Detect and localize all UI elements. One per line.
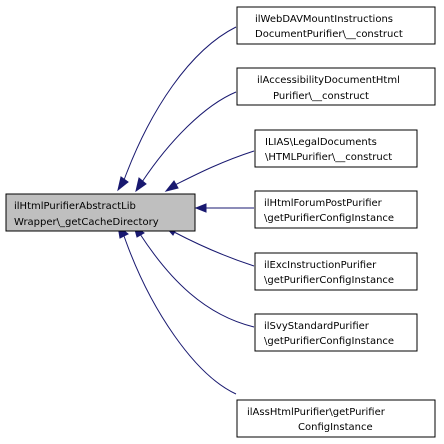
caller-node-5-box — [254, 252, 418, 291]
caller-node-2-line1: ilAccessibilityDocumentHtml — [257, 75, 400, 86]
focus-node-box — [5, 193, 196, 232]
edge-caller-3 — [174, 150, 255, 186]
caller-node-5-line2: \getPurifierConfigInstance — [264, 275, 394, 286]
focus-node-line1: ilHtmlPurifierAbstractLib — [14, 201, 136, 212]
caller-node-4-line1: ilHtmlForumPostPurifier — [264, 198, 383, 209]
edge-caller-1 — [123, 26, 237, 181]
edge-arrowhead-2 — [135, 177, 147, 193]
caller-node-1-line2: DocumentPurifier\__construct — [255, 29, 403, 40]
caller-node-3-box — [254, 129, 418, 168]
caller-node-5-line1: ilExcInstructionPurifier — [264, 260, 377, 271]
caller-node-7-line2: ConfigInstance — [298, 422, 373, 433]
caller-node-3-line2: \HTMLPurifier\__construct — [265, 152, 392, 163]
edge-caller-6 — [139, 233, 255, 328]
caller-node-3-line1: ILIAS\LegalDocuments — [265, 137, 377, 148]
edge-arrowhead-4 — [194, 203, 207, 213]
edge-arrowhead-3 — [164, 180, 179, 192]
caller-node-7-box — [236, 399, 436, 438]
caller-node-2[interactable]: ilAccessibilityDocumentHtml Purifier\__c… — [236, 67, 436, 106]
focus-node-line2: Wrapper\_getCacheDirectory — [14, 217, 159, 228]
caller-node-2-box — [236, 67, 436, 106]
caller-node-6-box — [254, 313, 418, 352]
caller-node-6-line1: ilSvyStandardPurifier — [264, 321, 370, 332]
caller-node-7[interactable]: ilAssHtmlPurifier\getPurifier ConfigInst… — [236, 399, 436, 438]
edge-caller-2 — [141, 91, 237, 183]
edge-caller-5 — [173, 231, 255, 267]
edge-arrowhead-1 — [117, 176, 129, 192]
caller-node-2-line2: Purifier\__construct — [273, 91, 369, 102]
edge-caller-7 — [123, 235, 237, 395]
caller-node-1-line1: ilWebDAVMountInstructions — [255, 14, 393, 25]
caller-node-4-box — [254, 190, 418, 229]
caller-node-4-line2: \getPurifierConfigInstance — [264, 213, 394, 224]
caller-node-5[interactable]: ilExcInstructionPurifier \getPurifierCon… — [254, 252, 418, 291]
caller-node-1-box — [236, 6, 436, 45]
focus-node[interactable]: ilHtmlPurifierAbstractLib Wrapper\_getCa… — [5, 193, 196, 232]
caller-node-6-line2: \getPurifierConfigInstance — [264, 336, 394, 347]
caller-node-7-line1: ilAssHtmlPurifier\getPurifier — [247, 407, 386, 418]
caller-node-6[interactable]: ilSvyStandardPurifier \getPurifierConfig… — [254, 313, 418, 352]
caller-node-4[interactable]: ilHtmlForumPostPurifier \getPurifierConf… — [254, 190, 418, 229]
caller-node-3[interactable]: ILIAS\LegalDocuments \HTMLPurifier\__con… — [254, 129, 418, 168]
caller-node-1[interactable]: ilWebDAVMountInstructions DocumentPurifi… — [236, 6, 436, 45]
